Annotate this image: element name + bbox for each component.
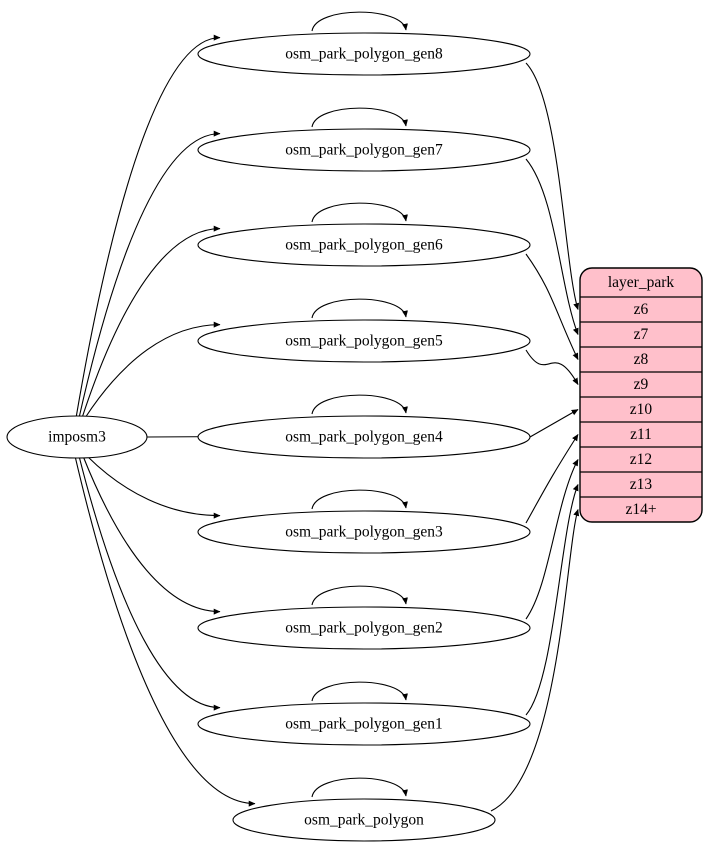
node-gen2-shape[interactable] bbox=[197, 606, 531, 650]
node-base-shape[interactable] bbox=[232, 798, 496, 842]
node-imposm3-shape[interactable] bbox=[6, 415, 148, 459]
edge-gen8-to-z6 bbox=[525, 62, 580, 311]
node-gen1-label: osm_park_polygon_gen1 bbox=[285, 716, 443, 733]
node-gen5-label: osm_park_polygon_gen5 bbox=[285, 333, 443, 350]
node-gen6-label: osm_park_polygon_gen6 bbox=[285, 237, 443, 254]
node-gen7-shape[interactable] bbox=[197, 128, 531, 172]
edge-imposm3-to-base bbox=[74, 455, 256, 807]
layer-park-row-z14+[interactable]: z14+ bbox=[625, 501, 656, 518]
node-gen4-label: osm_park_polygon_gen4 bbox=[285, 429, 443, 446]
edge-gen1-to-z13 bbox=[525, 483, 579, 716]
layer-park-row-z6[interactable]: z6 bbox=[634, 301, 649, 318]
node-gen8-label: osm_park_polygon_gen8 bbox=[285, 46, 443, 63]
layer-park-outline bbox=[579, 267, 703, 523]
edge-imposm3-to-gen2 bbox=[82, 455, 221, 615]
edges-group bbox=[74, 11, 580, 812]
node-gen1-shape[interactable] bbox=[197, 702, 531, 746]
layer-park-header-label: layer_park bbox=[608, 274, 675, 291]
node-gen7-label: osm_park_polygon_gen7 bbox=[285, 142, 443, 159]
edge-gen3-to-z11 bbox=[525, 434, 579, 524]
node-gen3-label: osm_park_polygon_gen3 bbox=[285, 524, 443, 541]
edge-imposm3-to-gen7 bbox=[78, 130, 221, 419]
node-gen3-shape[interactable] bbox=[197, 510, 531, 554]
layer-park-row-z13[interactable]: z13 bbox=[630, 476, 653, 493]
edge-selfloop-gen2 bbox=[311, 585, 408, 606]
edge-gen7-to-z7 bbox=[525, 158, 579, 336]
node-base-label: osm_park_polygon bbox=[304, 812, 424, 829]
node-imposm3-label: imposm3 bbox=[48, 429, 106, 446]
edge-selfloop-gen4 bbox=[311, 394, 408, 415]
layer-park-record: layer_park z6 z7 z8 z9 z10 z11 z12 z13 z14+ bbox=[579, 267, 703, 523]
layer-park-row-z11[interactable]: z11 bbox=[630, 426, 652, 443]
edge-imposm3-to-gen6 bbox=[81, 225, 221, 419]
edge-selfloop-gen7 bbox=[311, 107, 408, 128]
layer-park-row-z12[interactable]: z12 bbox=[630, 451, 652, 468]
layer-park-row-z10[interactable]: z10 bbox=[630, 401, 653, 418]
nodes-group: osm_park_polygon_gen8 osm_park_polygon_ge… bbox=[6, 32, 531, 842]
layer-park-row-z9[interactable]: z9 bbox=[634, 376, 649, 393]
node-gen4-shape[interactable] bbox=[197, 415, 531, 459]
edge-imposm3-to-gen1 bbox=[78, 455, 221, 711]
edge-selfloop-gen3 bbox=[311, 489, 408, 510]
edge-imposm3-to-gen8 bbox=[75, 34, 221, 419]
node-gen6-shape[interactable] bbox=[197, 223, 531, 267]
edge-gen4-to-z10 bbox=[529, 409, 579, 438]
edge-imposm3-to-gen3 bbox=[86, 455, 221, 519]
edge-gen5-to-z9 bbox=[525, 349, 579, 385]
edge-imposm3-to-gen5 bbox=[84, 321, 221, 419]
node-gen2-label: osm_park_polygon_gen2 bbox=[285, 620, 443, 637]
edge-gen6-to-z8 bbox=[525, 253, 579, 360]
node-gen5-shape[interactable] bbox=[197, 319, 531, 363]
edge-selfloop-base bbox=[311, 777, 408, 798]
edge-selfloop-gen1 bbox=[311, 681, 408, 702]
edge-gen2-to-z12 bbox=[525, 459, 579, 620]
edge-selfloop-gen5 bbox=[311, 298, 408, 319]
edge-base-to-z14+ bbox=[490, 508, 580, 812]
layer-park-row-z7[interactable]: z7 bbox=[634, 326, 649, 343]
layer-park-row-z8[interactable]: z8 bbox=[634, 351, 649, 368]
edge-selfloop-gen6 bbox=[311, 202, 408, 223]
edge-selfloop-gen8 bbox=[311, 11, 408, 32]
node-gen8-shape[interactable] bbox=[197, 32, 531, 76]
